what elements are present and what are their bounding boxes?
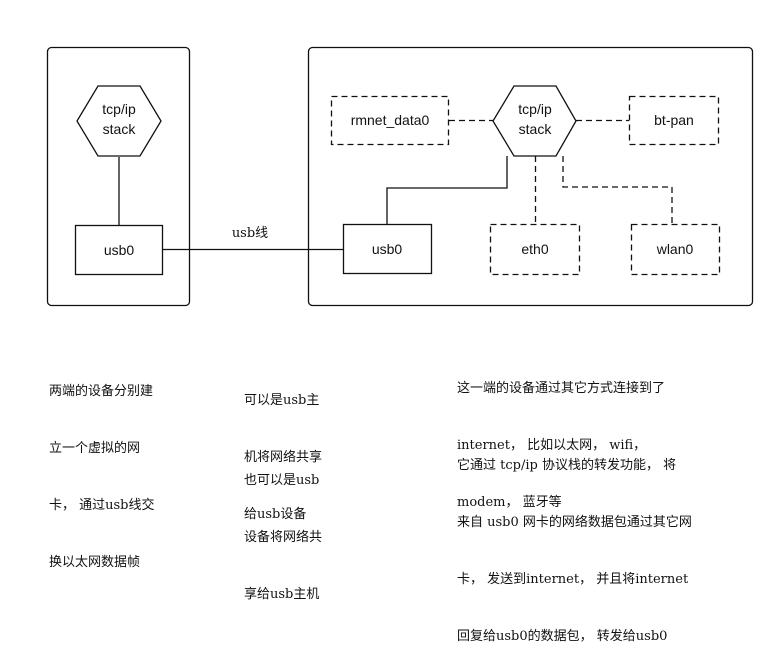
- middle-note-line: 给usb设备: [244, 507, 307, 522]
- left-note-line: 两端的设备分别建: [49, 384, 154, 399]
- right-usb0-label: usb0: [372, 241, 403, 257]
- middle-note-line: 也可以是usb: [244, 473, 320, 488]
- usb-cable-label: usb线: [232, 226, 268, 241]
- right-note-line: 回复给usb0的数据包， 转发给usb0: [457, 629, 668, 644]
- left-stack-label-line2: stack: [103, 121, 137, 137]
- right-device-box: [307, 46, 754, 307]
- left-device-box: [46, 46, 191, 307]
- wlan0-box: [630, 223, 721, 276]
- bt-pan-box: [628, 95, 720, 146]
- right-note-line: modem， 蓝牙等: [457, 495, 562, 510]
- left-note-line: 换以太网数据帧: [49, 555, 141, 570]
- bt-pan-label: bt-pan: [654, 112, 694, 128]
- right-note-line: internet， 比如以太网， wifi，: [457, 438, 647, 453]
- right-note-line: 卡， 发送到internet， 并且将internet: [457, 572, 689, 587]
- right-usb0-box: [342, 223, 433, 275]
- left-tcpip-stack-hexagon: [76, 85, 162, 157]
- left-note: 两端的设备分别建 立一个虚拟的网 卡， 通过usb线交 换以太网数据帧: [49, 344, 155, 591]
- right-note-forwarding: 它通过 tcp/ip 协议栈的转发功能， 将 来自 usb0 网卡的网络数据包通…: [457, 418, 692, 665]
- eth0-box: [489, 223, 581, 276]
- left-usb0-box: [74, 224, 164, 276]
- rmnet-data0-label: rmnet_data0: [351, 112, 430, 128]
- eth0-label: eth0: [521, 241, 548, 257]
- stack-to-wlan0-dashed-line: [562, 156, 673, 224]
- middle-note-line: 可以是usb主: [244, 393, 320, 408]
- left-stack-label-line1: tcp/ip: [102, 101, 136, 117]
- rmnet-data0-box: [330, 95, 450, 146]
- middle-note-line: 设备将网络共: [244, 530, 323, 545]
- right-tcpip-stack-hexagon: [492, 85, 577, 157]
- left-usb0-label: usb0: [104, 242, 135, 258]
- right-note-line: 这一端的设备通过其它方式连接到了: [457, 381, 666, 396]
- right-stack-label-line1: tcp/ip: [518, 101, 552, 117]
- right-note-connectivity: 这一端的设备通过其它方式连接到了 internet， 比如以太网， wifi， …: [457, 341, 665, 531]
- left-note-line: 立一个虚拟的网: [49, 441, 141, 456]
- right-stack-to-usb0-line: [386, 156, 508, 224]
- wlan0-label: wlan0: [656, 241, 694, 257]
- middle-note-host-sharing: 可以是usb主 机将网络共享 给usb设备: [244, 353, 322, 543]
- usb-network-sharing-diagram: tcp/ip stack usb0 usb线 rmnet_data0 tcp/i…: [46, 46, 754, 307]
- right-note-line: 它通过 tcp/ip 协议栈的转发功能， 将: [457, 458, 677, 473]
- right-note-line: 来自 usb0 网卡的网络数据包通过其它网: [457, 515, 692, 530]
- right-stack-label-line2: stack: [519, 121, 553, 137]
- middle-note-line: 享给usb主机: [244, 587, 320, 602]
- middle-note-line: 机将网络共享: [244, 450, 323, 465]
- middle-note-device-sharing: 也可以是usb 设备将网络共 享给usb主机: [244, 433, 322, 623]
- left-note-line: 卡， 通过usb线交: [49, 498, 155, 513]
